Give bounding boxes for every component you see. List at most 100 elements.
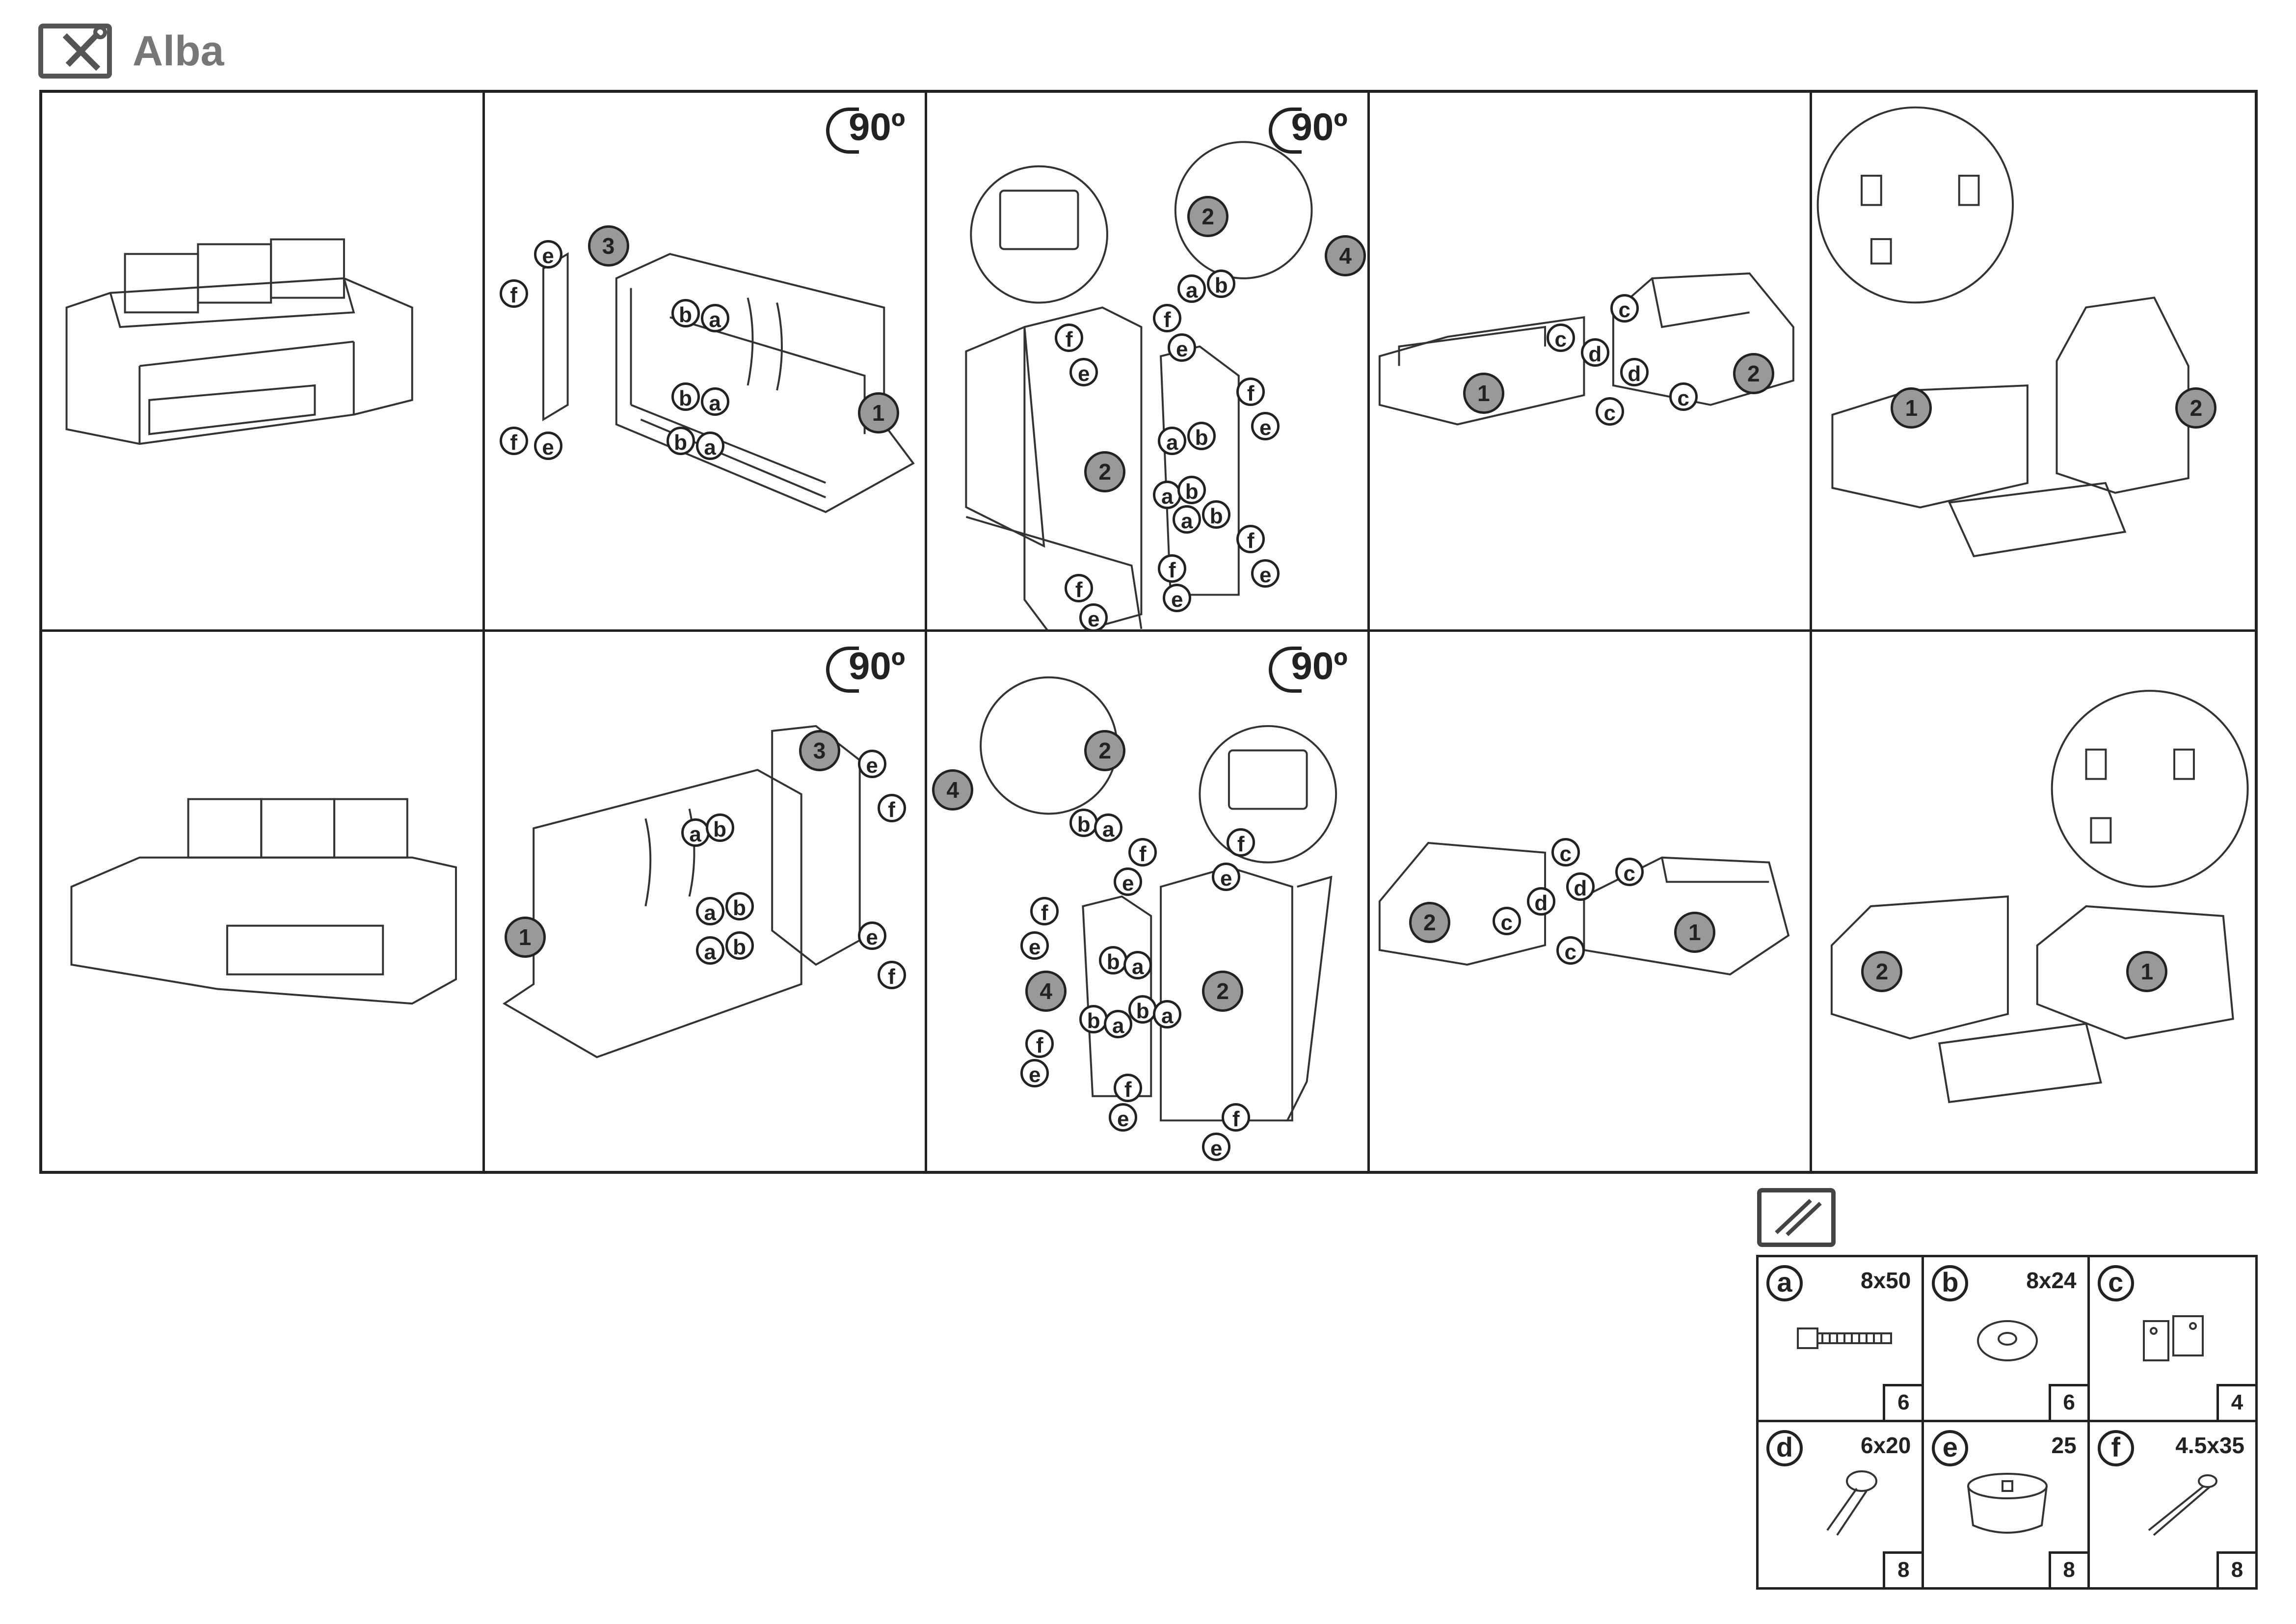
part-number: 1 — [504, 917, 546, 958]
hardware-table: a 8x50 6 b 8x24 6 c 4 d 6x20 8 e 25 8 f … — [1756, 1255, 2258, 1590]
fastener-label: a — [1094, 813, 1123, 842]
rotate-90-label: 90º — [1268, 105, 1348, 154]
fastener-label: e — [1069, 358, 1098, 386]
sofa-overview-left-illustration — [70, 798, 457, 1005]
hardware-size: 8x24 — [2026, 1268, 2077, 1293]
fastener-label: b — [725, 931, 754, 960]
fastener-label: a — [695, 432, 724, 460]
fastener-label: b — [1079, 1005, 1108, 1033]
fastener-label: f — [1227, 828, 1255, 857]
part-number: 2 — [2175, 387, 2217, 429]
part-number: 2 — [1084, 451, 1126, 492]
hardware-size: 4.5x35 — [2175, 1433, 2244, 1458]
step-1-overview — [42, 93, 485, 632]
part-number: 3 — [799, 730, 840, 771]
rotate-90-label: 90º — [826, 105, 906, 154]
fastener-label: a — [681, 818, 710, 847]
bracket-icon — [2142, 1315, 2204, 1361]
hardware-qty: 8 — [2216, 1551, 2255, 1587]
fastener-label: b — [1187, 422, 1216, 450]
fastener-label: f — [1158, 554, 1187, 583]
fastener-label: f — [1236, 525, 1265, 553]
fastener-label: d — [1526, 887, 1555, 916]
step-3-side-panel-left: 90º b a f e f e b a b a b a f e f e f e … — [927, 632, 1370, 1171]
hardware-item: f 4.5x35 8 — [2090, 1422, 2255, 1587]
step-2-armrest: 90º e f f e b a b a b a 3 1 — [484, 93, 928, 632]
hardware-qty: 4 — [2216, 1384, 2255, 1420]
step-5-drawer: 1 2 — [1812, 93, 2255, 632]
part-number: 4 — [932, 769, 974, 811]
tools-icon — [38, 24, 112, 79]
fastener-label: a — [1158, 427, 1187, 455]
fastener-label: b — [1177, 476, 1206, 504]
fastener-label: b — [666, 427, 695, 455]
fastener-label: c — [1556, 936, 1585, 965]
part-number: 1 — [1891, 387, 1932, 429]
hardware-item: a 8x50 6 — [1759, 1257, 1924, 1422]
wood-screw-icon — [2148, 1474, 2217, 1536]
fastener-label: a — [1173, 505, 1201, 534]
part-number: 2 — [1202, 971, 1244, 1012]
fastener-label: a — [695, 897, 724, 925]
fastener-label: b — [1202, 500, 1231, 529]
sofa-connect-left-illustration — [1378, 841, 1790, 975]
fastener-label: a — [1153, 481, 1182, 509]
part-number: 1 — [1463, 373, 1504, 414]
hardware-letter: a — [1766, 1265, 1803, 1301]
step-5-drawer-left: 2 1 — [1812, 632, 2255, 1171]
part-number: 4 — [1325, 235, 1366, 276]
part-number: 2 — [1187, 196, 1229, 237]
part-number: 4 — [1025, 971, 1067, 1012]
fastener-label: e — [1251, 412, 1280, 440]
side-panel-illustration — [965, 141, 1313, 629]
assembly-steps-grid: 90º e f f e b a b a b a 3 1 90º — [39, 90, 2258, 1174]
sofa-overview-right-illustration — [65, 238, 413, 445]
fastener-label: f — [1114, 1074, 1143, 1102]
fastener-label: a — [1153, 1000, 1182, 1029]
fastener-label: b — [705, 813, 734, 842]
part-number: 3 — [587, 225, 629, 267]
hardware-letter: c — [2097, 1265, 2134, 1301]
fastener-label: e — [1114, 867, 1143, 896]
armrest-frame-left-illustration — [502, 725, 861, 1058]
rotate-90-label: 90º — [826, 644, 906, 693]
hardware-size: 8x50 — [1860, 1268, 1911, 1293]
page-title: Alba — [133, 27, 224, 75]
fastener-label: f — [1055, 324, 1084, 352]
hardware-size: 6x20 — [1860, 1433, 1911, 1458]
fastener-label: f — [499, 427, 528, 455]
fastener-label: c — [1551, 838, 1580, 866]
hardware-qty: 8 — [2048, 1551, 2087, 1587]
fastener-label: a — [700, 387, 729, 416]
fastener-label: e — [1079, 603, 1108, 629]
step-2-armrest-left: 90º a b a b a b e f e f 3 1 — [485, 632, 928, 1171]
part-number: 2 — [1861, 951, 1903, 992]
hardware-pack-icon — [1757, 1188, 1836, 1247]
fastener-label: f — [1025, 1029, 1054, 1058]
part-number: 1 — [1674, 912, 1715, 953]
fastener-label: c — [1492, 907, 1521, 935]
fastener-label: a — [695, 936, 724, 965]
part-number: 2 — [1733, 353, 1774, 394]
hardware-qty: 6 — [1883, 1384, 1922, 1420]
bolt-icon — [1797, 1327, 1892, 1349]
fastener-label: e — [1202, 1133, 1231, 1161]
fastener-label: f — [877, 961, 906, 989]
side-panel-left-illustration — [980, 676, 1337, 1122]
foot-icon — [1967, 1473, 2048, 1534]
step-1-overview-left — [42, 632, 485, 1171]
sofa-drawer-left-illustration — [1831, 690, 2249, 1104]
fastener-label: b — [1099, 946, 1128, 974]
fastener-label: b — [725, 892, 754, 920]
fastener-label: c — [1669, 382, 1698, 411]
step-4-connect-left: c d c d c c 2 1 — [1370, 632, 1813, 1171]
fastener-label: c — [1610, 294, 1639, 323]
hardware-item: c 4 — [2089, 1257, 2255, 1422]
sofa-drawer-illustration — [1817, 106, 2190, 558]
fastener-label: e — [1020, 1059, 1049, 1087]
fastener-label: e — [857, 921, 886, 950]
fastener-label: e — [1168, 333, 1197, 362]
fastener-label: c — [1546, 324, 1575, 352]
hardware-item: b 8x24 6 — [1924, 1257, 2090, 1422]
fastener-label: c — [1615, 858, 1644, 886]
